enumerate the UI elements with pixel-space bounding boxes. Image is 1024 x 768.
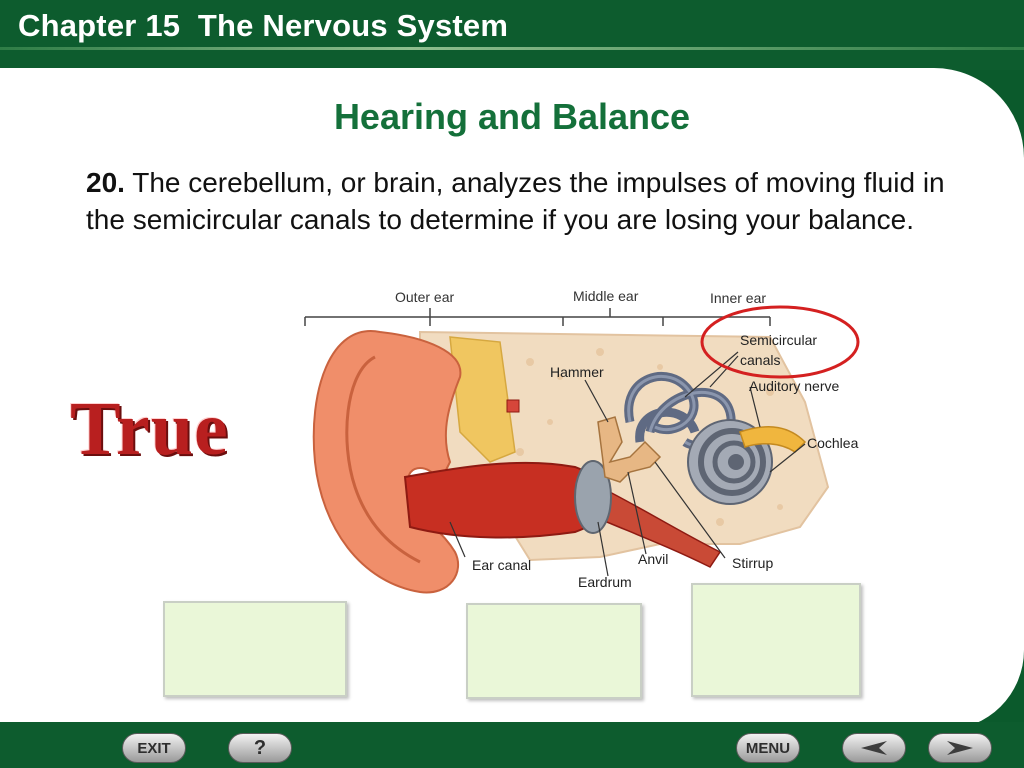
fatty-tissue [449, 336, 516, 463]
question-body: The cerebellum, or brain, analyzes the i… [86, 167, 945, 235]
ear-diagram: Outer ear Middle ear Inner ear [304, 288, 860, 594]
label-anvil: Anvil [638, 551, 668, 567]
back-button[interactable] [842, 733, 906, 763]
menu-button[interactable]: MENU [736, 733, 800, 763]
pinna-fold [345, 355, 421, 564]
label-ear-canal: Ear canal [472, 557, 531, 573]
arrow-left-icon [861, 741, 887, 755]
label-semicircular: Semicircular [740, 332, 817, 348]
semicircular-highlight-circle [700, 305, 860, 379]
label-middle-ear: Middle ear [573, 288, 639, 304]
question-number: 20. [86, 167, 125, 198]
question-text: 20. The cerebellum, or brain, analyzes t… [86, 164, 956, 238]
header-divider [0, 47, 1024, 50]
label-auditory-nerve: Auditory nerve [749, 378, 839, 394]
answer-box-2[interactable] [466, 603, 642, 699]
ossicles [597, 416, 662, 483]
exit-button[interactable]: EXIT [122, 733, 186, 763]
menu-button-label: MENU [745, 739, 791, 757]
answer-box-3[interactable] [691, 583, 861, 697]
answer-true: True [70, 387, 229, 471]
label-hammer: Hammer [550, 364, 604, 380]
help-button[interactable]: ? [228, 733, 292, 763]
exit-button-label: EXIT [137, 739, 171, 757]
answer-box-1[interactable] [163, 601, 347, 697]
arrow-right-icon [947, 741, 973, 755]
label-eardrum: Eardrum [578, 574, 632, 590]
label-outer-ear: Outer ear [395, 289, 454, 305]
label-inner-ear: Inner ear [710, 290, 766, 306]
label-cochlea: Cochlea [807, 435, 859, 451]
eardrum [574, 460, 612, 534]
region-bracket [304, 308, 771, 326]
pinna [312, 330, 462, 594]
header-band [0, 0, 1024, 70]
next-button[interactable] [928, 733, 992, 763]
slide-title: Hearing and Balance [333, 96, 691, 137]
ear-canal [403, 461, 601, 539]
label-canals: canals [740, 352, 780, 368]
marker-square [506, 399, 520, 413]
chapter-title: Chapter 15 The Nervous System [18, 8, 509, 43]
leader-lines [449, 351, 806, 577]
label-stirrup: Stirrup [732, 555, 773, 571]
auditory-nerve [739, 426, 807, 453]
eustachian-tube [594, 485, 722, 568]
help-icon: ? [253, 736, 267, 759]
